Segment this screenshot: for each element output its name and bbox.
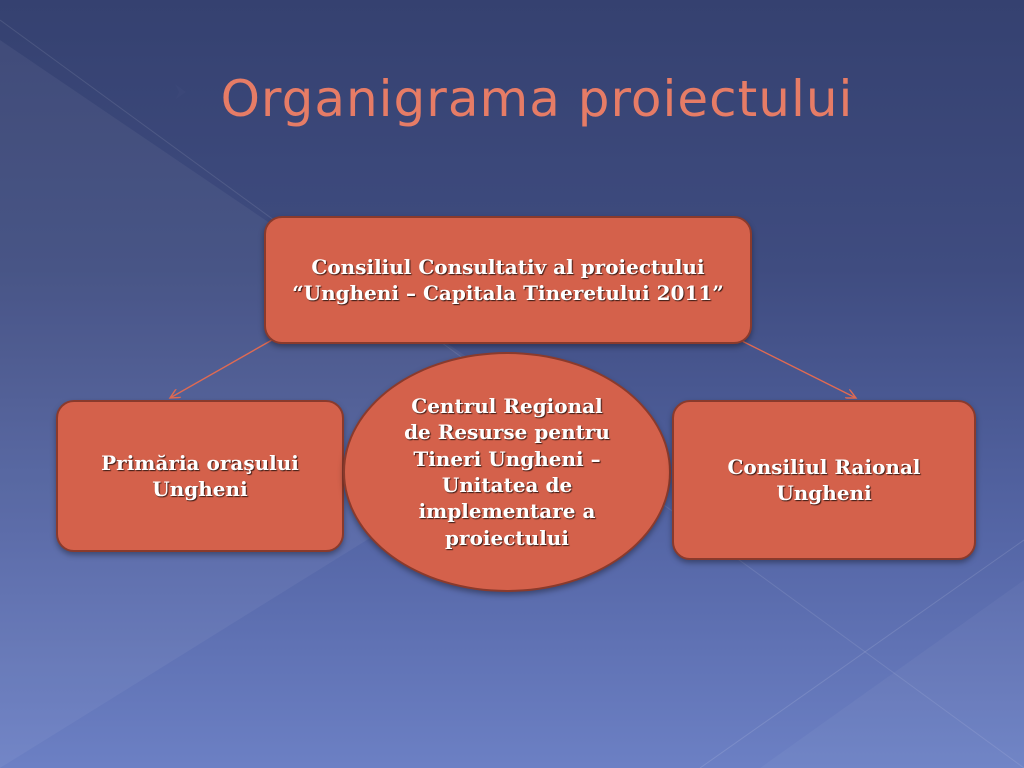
node-label-line: Tineri Ungheni – <box>413 446 601 471</box>
slide-title: Organigrama proiectului <box>220 70 854 128</box>
node-label-line: Consiliul Raional <box>727 454 921 479</box>
chevron-bullet-icon <box>175 84 186 100</box>
node-label-line: Unitatea de <box>441 473 573 497</box>
node-consiliul-consultativ: Consiliul Consultativ al proiectului “Un… <box>264 216 752 344</box>
node-label-line: de Resurse pentru <box>404 420 610 445</box>
node-label-line: “Ungheni – Capitala Tineretului 2011” <box>292 281 724 305</box>
node-label-line: implementare a <box>418 499 596 524</box>
node-label-line: Primăria oraşului <box>101 450 299 475</box>
node-primaria-orasului: Primăria oraşului Ungheni <box>56 400 344 552</box>
node-consiliul-raional: Consiliul Raional Ungheni <box>672 400 976 560</box>
node-label-line: Ungheni <box>776 481 872 505</box>
node-label-line: Consiliul Consultativ al proiectului <box>311 254 705 279</box>
connector-top-to-right <box>739 339 856 398</box>
node-centrul-regional: Centrul Regional de Resurse pentru Tiner… <box>343 352 671 592</box>
node-label-line: Ungheni <box>152 477 248 501</box>
node-label-line: proiectului <box>445 525 569 550</box>
connector-top-to-left <box>170 339 273 398</box>
node-label-line: Centrul Regional <box>411 393 603 418</box>
